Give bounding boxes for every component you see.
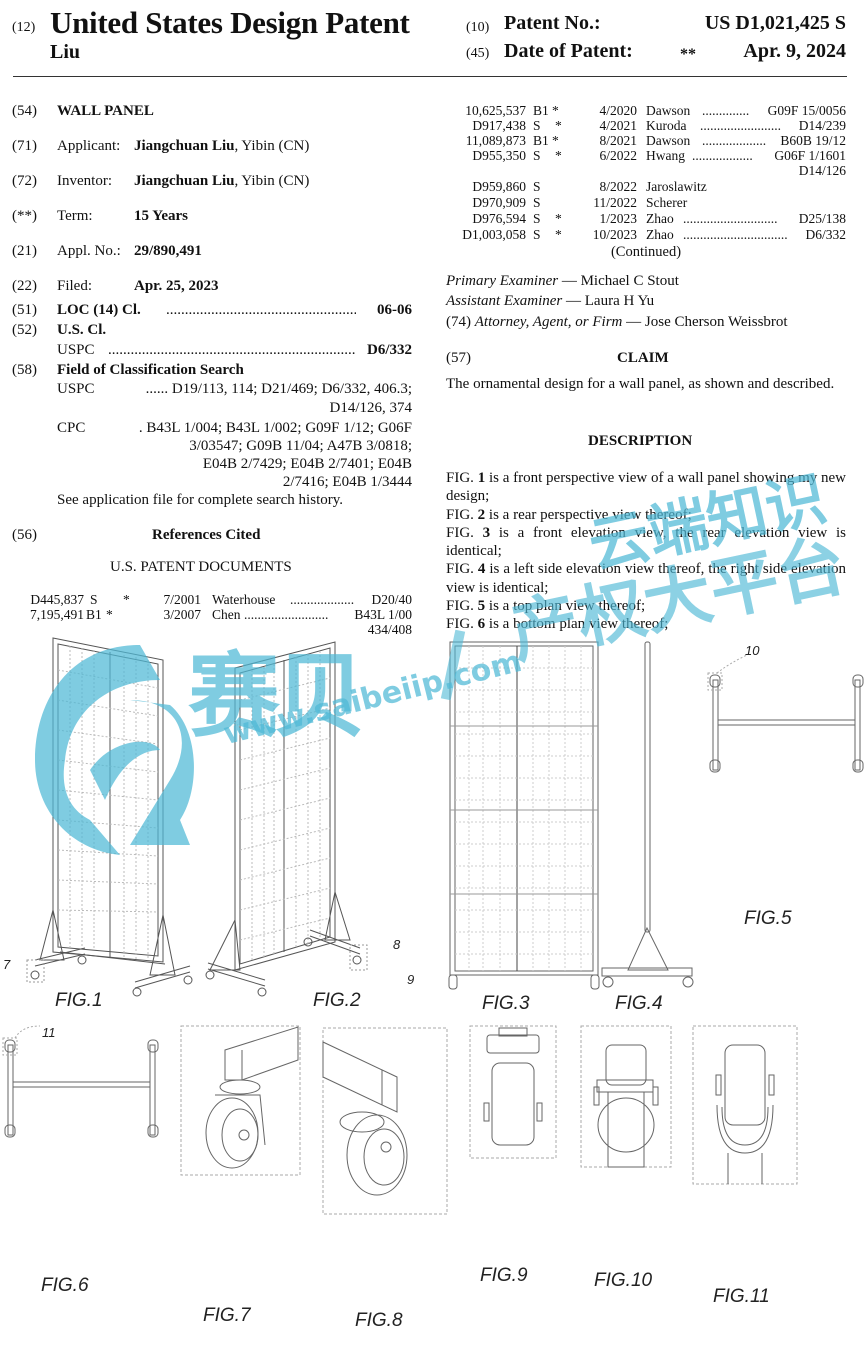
date-of-patent: Apr. 9, 2024 bbox=[743, 40, 846, 62]
applicant-name: Jiangchuan Liu bbox=[134, 138, 235, 154]
fig6-label: FIG.6 bbox=[41, 1275, 89, 1296]
description-item: FIG. 4 is a left side elevation view the… bbox=[446, 561, 846, 596]
filed-date: Apr. 25, 2023 bbox=[134, 278, 219, 294]
description-item: FIG. 6 is a bottom plan view thereof; bbox=[446, 616, 669, 633]
inventor-surname: Liu bbox=[50, 41, 81, 63]
assistant-examiner: Assistant Examiner — Laura H Yu bbox=[446, 293, 655, 309]
inventor-name: Jiangchuan Liu bbox=[134, 173, 235, 189]
reference-row: 434/408 bbox=[367, 622, 412, 637]
reference-numeral-10: 10 bbox=[745, 643, 760, 658]
fig4-label: FIG.4 bbox=[615, 993, 663, 1014]
description-item: FIG. 3 is a front elevation view, the re… bbox=[446, 524, 846, 560]
header-divider bbox=[13, 76, 847, 77]
reference-numeral-7: 7 bbox=[3, 957, 11, 972]
fig7-drawing bbox=[180, 1025, 301, 1176]
code-45: (45) bbox=[466, 46, 490, 61]
us-patent-documents-heading: U.S. PATENT DOCUMENTS bbox=[110, 559, 292, 575]
application-number: 29/890,491 bbox=[134, 243, 202, 259]
claim-heading: CLAIM bbox=[617, 350, 669, 366]
fig9-drawing bbox=[469, 1025, 557, 1159]
reference-numeral-9: 9 bbox=[407, 972, 415, 987]
reference-numeral-11: 11 bbox=[42, 1025, 56, 1040]
fig1-label: FIG.1 bbox=[55, 990, 103, 1011]
fig10-drawing bbox=[580, 1025, 672, 1168]
fig2-label: FIG.2 bbox=[313, 990, 361, 1011]
patent-number: US D1,021,425 S bbox=[704, 12, 846, 34]
patent-number-label: Patent No.: bbox=[504, 12, 601, 34]
document-type-title: United States Design Patent bbox=[50, 5, 410, 40]
loc-class: 06-06 bbox=[377, 302, 412, 318]
code-10: (10) bbox=[466, 20, 490, 35]
fig6-drawing bbox=[2, 1025, 159, 1138]
fig7-label: FIG.7 bbox=[203, 1305, 251, 1326]
claim-text: The ornamental design for a wall panel, … bbox=[446, 376, 835, 392]
reference-numeral-8: 8 bbox=[393, 937, 401, 952]
fig10-label: FIG.10 bbox=[594, 1270, 653, 1291]
description-list: FIG. 1 is a front perspective view of a … bbox=[446, 469, 846, 634]
fig3-label: FIG.3 bbox=[482, 993, 530, 1014]
fig5-drawing bbox=[707, 654, 864, 773]
code-12: (12) bbox=[12, 20, 36, 35]
fig4-drawing bbox=[601, 641, 694, 988]
continued-note: (Continued) bbox=[610, 244, 682, 260]
fig3-drawing bbox=[448, 641, 600, 990]
description-item: FIG. 1 is a front perspective view of a … bbox=[446, 470, 847, 505]
references-heading: References Cited bbox=[152, 527, 261, 543]
watermark-logo-icon bbox=[35, 645, 194, 855]
fig11-label: FIG.11 bbox=[713, 1286, 770, 1307]
reference-row: D445,837 S * 7/2001 Waterhouse .........… bbox=[30, 592, 412, 607]
invention-title: WALL PANEL bbox=[57, 103, 154, 119]
description-item: FIG. 2 is a rear perspective view thereo… bbox=[446, 506, 692, 523]
description-heading: DESCRIPTION bbox=[588, 433, 693, 449]
fig9-label: FIG.9 bbox=[480, 1265, 528, 1286]
term-value: 15 Years bbox=[134, 208, 189, 224]
reference-row: D14/126 bbox=[798, 163, 846, 178]
description-item: FIG. 5 is a top plan view thereof; bbox=[446, 598, 646, 615]
fig2-drawing bbox=[205, 641, 368, 997]
search-history-note: See application file for complete search… bbox=[57, 492, 344, 508]
uspc-class: D6/332 bbox=[367, 342, 412, 358]
fig8-label: FIG.8 bbox=[355, 1310, 403, 1331]
reference-row: 7,195,491 B1 * 3/2007 Chen .............… bbox=[30, 607, 412, 622]
fig5-label: FIG.5 bbox=[744, 908, 792, 929]
fig11-drawing bbox=[692, 1025, 798, 1185]
primary-examiner: Primary Examiner — Michael C Stout bbox=[446, 273, 679, 289]
date-marker: ** bbox=[680, 46, 696, 63]
date-of-patent-label: Date of Patent: bbox=[504, 40, 633, 62]
attorney-agent-firm: (74) Attorney, Agent, or Firm — Jose Che… bbox=[446, 314, 788, 330]
fig8-drawing bbox=[322, 1027, 448, 1215]
